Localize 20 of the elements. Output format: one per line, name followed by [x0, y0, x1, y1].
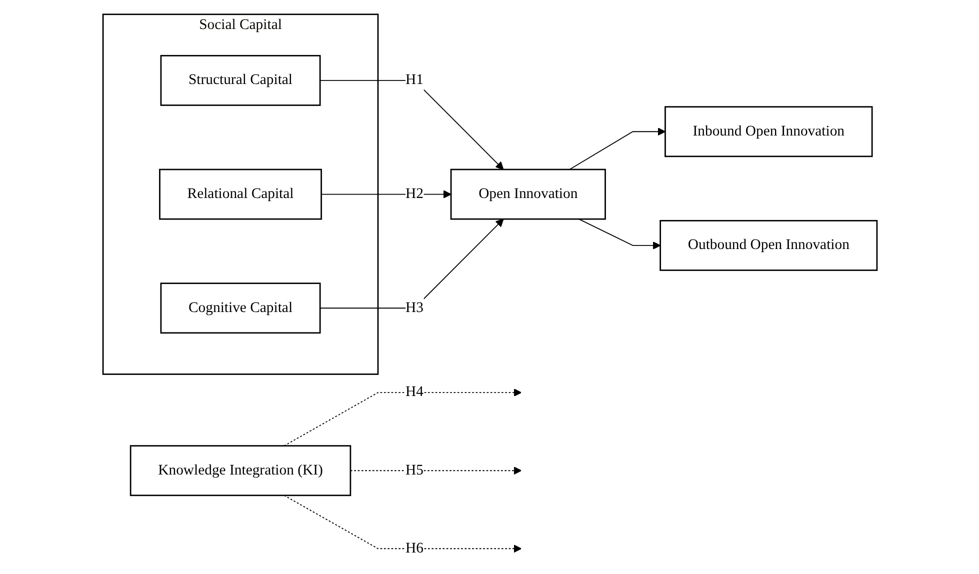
arrow	[319, 80, 504, 170]
arrow	[349, 466, 522, 475]
edge-label: H1	[405, 72, 423, 88]
node-box: Inbound Open Innovation	[664, 106, 872, 158]
node-box: Outbound Open Innovation	[659, 220, 878, 271]
edge-label: H6	[405, 540, 423, 556]
node-box: Open Innovation	[450, 168, 606, 220]
node-box: Knowledge Integration (KI)	[129, 445, 351, 496]
arrow	[283, 494, 522, 553]
node-box: Relational Capital	[158, 168, 322, 220]
arrow	[319, 218, 504, 309]
edge-label: H2	[405, 186, 423, 202]
arrow	[578, 218, 660, 250]
node-box: Structural Capital	[160, 54, 320, 106]
edge-label: H3	[405, 300, 423, 316]
edge-label: H5	[405, 462, 423, 478]
node-box: Cognitive Capital	[160, 282, 320, 334]
arrow	[568, 128, 666, 170]
edge-label: H4	[405, 384, 423, 400]
arrow	[320, 190, 451, 198]
